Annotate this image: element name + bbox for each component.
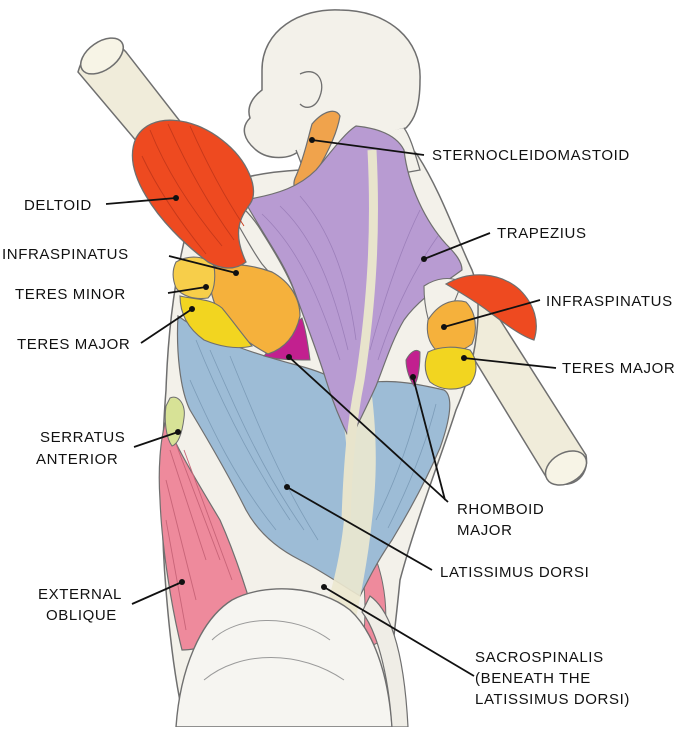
label-rhomboid-line1: RHOMBOID bbox=[457, 501, 544, 518]
pelvis-fold-2 bbox=[203, 657, 345, 681]
leader-rhomboid-b bbox=[412, 376, 446, 501]
infraspinatus-right-muscle bbox=[426, 300, 476, 353]
label-sacrospinalis-line1: SACROSPINALIS bbox=[475, 649, 604, 666]
leader-infraspinatus-left bbox=[168, 255, 237, 274]
label-teres-major-left: TERES MAJOR bbox=[17, 336, 130, 353]
leader-dots bbox=[173, 137, 467, 590]
label-infraspinatus-right: INFRASPINATUS bbox=[546, 293, 673, 310]
label-teres-major-right: TERES MAJOR bbox=[562, 360, 675, 377]
leader-rhomboid-a bbox=[288, 356, 449, 503]
deltoid-striations bbox=[141, 123, 245, 255]
leader-sacrospinalis bbox=[323, 586, 475, 677]
deltoid-right-muscle bbox=[444, 274, 537, 341]
leader-sternocleidomastoid bbox=[311, 139, 425, 156]
label-infraspinatus-left: INFRASPINATUS bbox=[2, 246, 129, 263]
right-arm-end bbox=[544, 450, 588, 486]
leader-latissimus bbox=[286, 486, 433, 571]
labels: STERNOCLEIDOMASTOID DELTOID TRAPEZIUS IN… bbox=[2, 147, 675, 708]
trapezius-striations bbox=[261, 195, 439, 361]
label-sternocleidomastoid: STERNOCLEIDOMASTOID bbox=[432, 147, 630, 164]
leader-infraspinatus-right bbox=[443, 299, 541, 328]
teres-major-left-muscle bbox=[179, 295, 253, 349]
label-deltoid: DELTOID bbox=[24, 197, 92, 214]
label-latissimus-dorsi: LATISSIMUS DORSI bbox=[440, 564, 589, 581]
leader-deltoid bbox=[105, 197, 177, 205]
label-trapezius: TRAPEZIUS bbox=[497, 225, 587, 242]
latissimus-striations bbox=[189, 339, 437, 541]
deltoid-left-muscle bbox=[131, 119, 255, 269]
label-sacrospinalis-line2: (BENEATH THE bbox=[475, 670, 591, 687]
label-external-oblique-line1: EXTERNAL bbox=[38, 586, 122, 603]
rhomboid-right-muscle bbox=[405, 349, 421, 387]
spine-line bbox=[341, 149, 378, 521]
label-serratus-anterior-line1: SERRATUS bbox=[40, 429, 125, 446]
leader-lines bbox=[105, 139, 557, 677]
leader-teres-major-right bbox=[463, 357, 557, 369]
label-external-oblique-line2: OBLIQUE bbox=[46, 607, 117, 624]
leader-trapezius bbox=[423, 232, 491, 260]
leader-external-oblique bbox=[131, 581, 183, 605]
figure-illustration bbox=[77, 9, 588, 728]
leader-teres-major-left bbox=[140, 308, 193, 344]
label-rhomboid-line2: MAJOR bbox=[457, 522, 513, 539]
external-oblique-striations bbox=[165, 443, 233, 631]
teres-major-right-muscle bbox=[424, 346, 477, 390]
head bbox=[243, 9, 421, 159]
leader-serratus-anterior bbox=[133, 431, 179, 448]
trapezius-muscle bbox=[243, 125, 463, 442]
pelvis-fold bbox=[211, 620, 331, 641]
leader-teres-minor bbox=[167, 286, 207, 294]
left-arm-end bbox=[80, 37, 124, 75]
label-serratus-anterior-line2: ANTERIOR bbox=[36, 451, 118, 468]
label-teres-minor: TERES MINOR bbox=[15, 286, 126, 303]
ear bbox=[299, 71, 323, 108]
label-sacrospinalis-line3: LATISSIMUS DORSI) bbox=[475, 691, 630, 708]
